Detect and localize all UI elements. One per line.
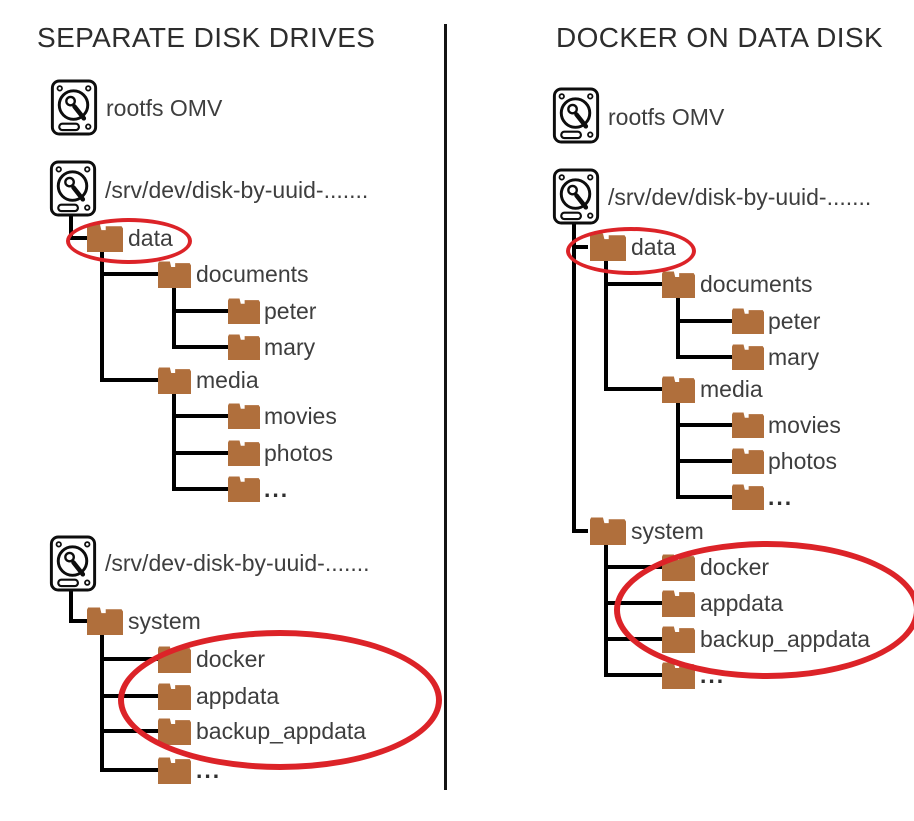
folder-label-system: system: [128, 608, 201, 634]
folder-icon-photos: [732, 448, 764, 474]
tree-connector: [676, 423, 732, 427]
folder-label-documents: documents: [700, 271, 813, 297]
hard-disk-icon: [49, 160, 97, 217]
tree-connector: [100, 729, 158, 733]
folder-label-documents: documents: [196, 261, 309, 287]
tree-connector: [69, 214, 73, 240]
folder-icon-movies: [732, 412, 764, 438]
tree-connector: [676, 459, 732, 463]
folder-label-more: ...: [768, 484, 794, 510]
tree-connector: [172, 288, 176, 349]
disk-label-data-disk: /srv/dev/disk-by-uuid-.......: [608, 184, 872, 210]
folder-icon-documents: [662, 271, 695, 298]
hard-disk-icon: [50, 79, 98, 136]
disk-label-rootfs: rootfs OMV: [608, 104, 725, 130]
tree-connector: [604, 282, 662, 286]
tree-connector: [69, 619, 87, 623]
folder-icon-movies: [228, 403, 260, 429]
tree-connector: [676, 403, 680, 499]
folder-label-movies: movies: [264, 403, 337, 429]
folder-label-photos: photos: [768, 448, 838, 474]
tree-connector: [604, 387, 662, 391]
disk-label-rootfs: rootfs OMV: [106, 95, 223, 121]
tree-connector: [100, 657, 158, 661]
tree-connector: [172, 414, 228, 418]
tree-connector: [676, 495, 732, 499]
tree-connector: [69, 589, 73, 623]
folder-icon-photos: [228, 440, 260, 466]
tree-connector: [100, 272, 158, 276]
folder-label-peter: peter: [768, 308, 821, 334]
hard-disk-icon: [552, 168, 600, 225]
folder-icon-system: [590, 517, 626, 545]
folder-icon-mary: [228, 334, 260, 360]
divider-line: [444, 24, 447, 790]
folder-icon-system: [87, 607, 123, 635]
folder-label-mary: mary: [264, 334, 316, 360]
highlight-ellipse-docker-group: [118, 630, 442, 770]
folder-icon-more: [228, 476, 260, 502]
folder-icon-more: [158, 757, 191, 784]
tree-connector: [100, 252, 104, 382]
tree-connector: [172, 394, 176, 491]
folder-label-more: ...: [264, 476, 290, 502]
folder-label-system: system: [631, 518, 704, 544]
folder-label-media: media: [196, 367, 259, 393]
tree-connector: [604, 261, 608, 391]
disk-label-system-disk: /srv/dev-disk-by-uuid-.......: [105, 550, 370, 576]
folder-label-peter: peter: [264, 298, 317, 324]
folder-label-media: media: [700, 376, 763, 402]
folder-icon-documents: [158, 261, 191, 288]
folder-label-movies: movies: [768, 412, 841, 438]
highlight-ellipse-docker-group: [614, 541, 914, 679]
tree-connector: [172, 487, 228, 491]
tree-connector: [676, 355, 732, 359]
tree-connector: [100, 635, 104, 772]
tree-connector: [604, 673, 662, 677]
tree-connector: [676, 298, 680, 359]
tree-connector: [572, 221, 576, 533]
folder-icon-media: [158, 367, 191, 394]
hard-disk-icon: [49, 535, 97, 592]
highlight-ellipse-data: [66, 218, 192, 264]
tree-connector: [100, 378, 158, 382]
hard-disk-icon: [552, 87, 600, 144]
tree-connector: [676, 319, 732, 323]
disk-label-data-disk: /srv/dev/disk-by-uuid-.......: [105, 177, 369, 203]
folder-icon-peter: [732, 308, 764, 334]
folder-label-mary: mary: [768, 344, 820, 370]
folder-label-photos: photos: [264, 440, 334, 466]
tree-connector: [172, 451, 228, 455]
folder-icon-mary: [732, 344, 764, 370]
tree-connector: [172, 345, 228, 349]
tree-connector: [100, 768, 158, 772]
tree-connector: [172, 309, 228, 313]
tree-connector: [604, 565, 662, 569]
folder-icon-media: [662, 376, 695, 403]
folder-icon-more: [732, 484, 764, 510]
folder-icon-peter: [228, 298, 260, 324]
tree-connector: [572, 529, 588, 533]
right-panel-title: DOCKER ON DATA DISK: [556, 22, 884, 53]
highlight-ellipse-data: [566, 227, 696, 275]
left-panel-title: SEPARATE DISK DRIVES: [37, 22, 376, 53]
tree-connector: [604, 545, 608, 677]
